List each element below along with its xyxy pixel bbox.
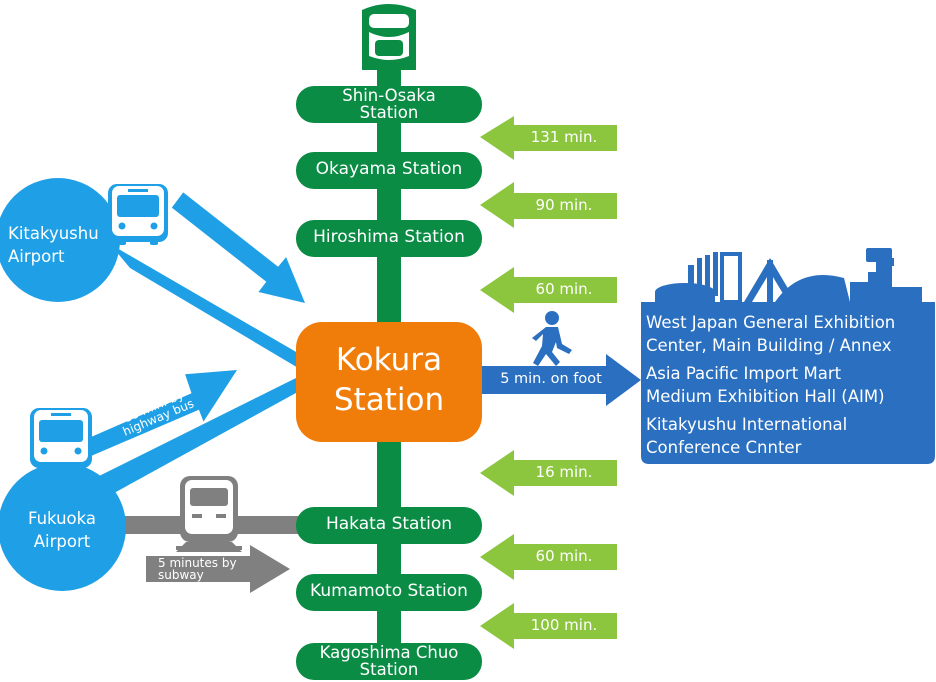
subway-label: 5 minutes by subway — [158, 557, 258, 581]
kokura-hub-label: Kokura Station — [296, 340, 482, 420]
subway-line1: 5 minutes by — [158, 556, 237, 570]
station-kagoshima-label: Kagoshima Chuo Station — [296, 644, 482, 678]
station-shin-osaka-pill[interactable] — [296, 86, 482, 123]
dest-line-6: Conference Cnnter — [646, 438, 802, 457]
fukuoka-line2: Airport — [33, 532, 91, 551]
station-okayama-label: Okayama Station — [315, 159, 463, 179]
dest-line-4: Medium Exhibition Hall (AIM) — [646, 387, 885, 406]
walking-person-icon — [532, 311, 572, 366]
time-label-hiroshima: 60 min. — [535, 280, 593, 298]
station-hiroshima-label: Hiroshima Station — [313, 227, 465, 247]
dest-line-1: West Japan General Exhibition — [646, 313, 896, 332]
kitakyushu-airport-circle — [0, 178, 120, 302]
kokura-hub[interactable] — [296, 322, 482, 442]
train-icon — [176, 476, 242, 552]
fukuoka-line1: Fukuoka — [27, 509, 97, 528]
destination-box[interactable] — [641, 302, 935, 464]
bus-icon — [30, 408, 92, 471]
time-arrow-hakata — [480, 450, 617, 496]
fukuoka-airport-circle — [0, 463, 126, 591]
time-label-shin-osaka: 131 min. — [530, 128, 598, 146]
station-hiroshima-pill[interactable] — [296, 220, 482, 257]
station-kagoshima-line2: Station — [359, 660, 419, 679]
station-kagoshima-line1: Kagoshima Chuo — [319, 643, 459, 662]
time-arrow-shin-osaka — [480, 116, 617, 160]
time-label-kumamoto: 60 min. — [535, 547, 593, 565]
rail-line-lower — [377, 440, 401, 675]
time-label-okayama: 90 min. — [535, 196, 593, 214]
destination-text: West Japan General Exhibition Center, Ma… — [646, 311, 895, 459]
kitakyushu-line2: Airport — [8, 247, 65, 266]
fukuoka-connector — [95, 376, 305, 498]
time-arrow-kumamoto — [480, 534, 617, 580]
fukuoka-airport-label[interactable]: Fukuoka Airport — [0, 507, 124, 553]
subway-arrow — [146, 545, 290, 593]
bus-icon — [108, 184, 168, 245]
station-kagoshima-pill[interactable] — [296, 643, 482, 680]
time-arrow-hiroshima — [480, 267, 617, 313]
kitakyushu-bus-arrow — [171, 192, 305, 303]
station-okayama-pill[interactable] — [296, 152, 482, 189]
hub-line1: Kokura — [335, 342, 443, 378]
station-kumamoto-pill[interactable] — [296, 574, 482, 611]
time-arrow-kagoshima — [480, 603, 617, 649]
kitakyushu-connector — [110, 244, 310, 372]
walk-arrow — [482, 354, 641, 406]
time-label-hakata: 16 min. — [535, 463, 593, 481]
kitakyushu-airport-label[interactable]: Kitakyushu Airport — [0, 222, 132, 268]
dest-line-3: Asia Pacific Import Mart — [646, 364, 842, 383]
station-hakata-label: Hakata Station — [325, 514, 453, 534]
fukuoka-bus-arrow — [79, 370, 237, 458]
dest-line-5: Kitakyushu International — [646, 415, 848, 434]
walk-label: 5 min. on foot — [500, 371, 602, 387]
station-kumamoto-label: Kumamoto Station — [310, 581, 468, 601]
time-arrow-okayama — [480, 182, 617, 228]
skyline-icon — [655, 248, 922, 304]
station-shin-osaka-line1: Shin-Osaka — [342, 86, 436, 105]
station-shin-osaka-label: Shin-Osaka Station — [296, 87, 482, 121]
kitakyushu-line1: Kitakyushu — [8, 224, 99, 243]
shinkansen-icon — [362, 4, 416, 70]
station-hakata-pill[interactable] — [296, 507, 482, 544]
dest-line-2: Center, Main Building / Annex — [646, 336, 892, 355]
time-label-kagoshima: 100 min. — [530, 616, 598, 634]
subway-line2: subway — [158, 568, 204, 582]
hub-line2: Station — [333, 382, 445, 418]
station-shin-osaka-line2: Station — [359, 103, 419, 122]
